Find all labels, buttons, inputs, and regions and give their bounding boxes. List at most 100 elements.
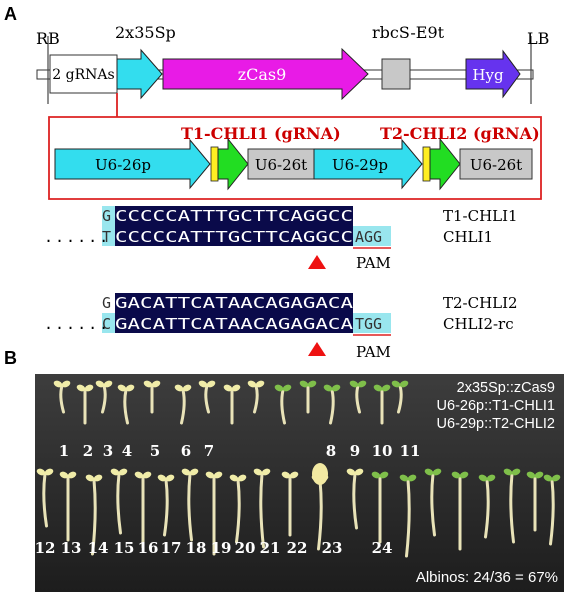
seedling-number-label: 10 [372,442,393,460]
u6-29p-arrow [313,138,423,190]
seedling [134,471,152,549]
t2-target-sequence: GACATTCATAACAGAGACA [115,294,353,312]
t1-protospacer-block [115,206,353,246]
t-dna-construct: RB LB 2 gRNAs 2x35Sp zCas9 rbcS-E9t Hyg [36,23,549,104]
hygromycin-label: Hyg [472,66,504,84]
cassette-outline [48,93,542,200]
t1-scaffold-arrow [217,137,249,191]
seedling-photo [35,374,564,592]
seedling [399,474,417,558]
seedling-number-label: 16 [138,539,159,557]
seedling [205,471,223,556]
seedling-number-label: 12 [35,539,56,557]
t2-genome-first-base: C [102,315,111,333]
seedling-number-label: 3 [103,442,113,460]
seedling [371,471,389,544]
seedling-number-label: 4 [122,442,132,460]
seedling [503,468,521,544]
seedling [85,474,103,556]
large-cotyledon [312,463,328,485]
t2-highlight-first [102,313,115,333]
seedling-number-label: 18 [186,539,207,557]
t2-genome-dots: ...... [44,315,110,333]
legend-line-1: 2x35Sp::zCas9 [457,380,555,396]
seedling [223,384,241,425]
u6-26t-label-a: U6-26t [255,156,307,174]
seedling [117,384,135,425]
t1-genome-name: CHLI1 [443,228,493,246]
t1-genome-sequence: CCCCCATTTGCTTCAGGCC [115,228,353,246]
seedling-number-label: 2 [83,442,93,460]
seedling [143,380,161,414]
u6-26t-box-a [247,148,315,180]
seedling [53,380,71,414]
seedling [36,468,54,528]
promoter-35s-arrow [116,48,163,100]
seedling [181,468,199,542]
panel-a-label: A [4,4,17,24]
t1-target-name: T1-CHLI1 [443,207,518,225]
t2-spacer [422,146,431,182]
grna-cassette: T1-CHLI1 (gRNA) T2-CHLI2 (gRNA) U6-26p U… [54,124,540,191]
alignment-t1: G CCCCCATTTGCTTCAGGCC T1-CHLI1 ...... T … [44,206,518,272]
zcas9-label: zCas9 [238,65,287,84]
seedling-number-label: 13 [61,539,82,557]
t2-pam-highlight [353,313,391,333]
t1-target-sequence: CCCCCATTTGCTTCAGGCC [115,207,353,225]
seedling [373,384,391,425]
alignment-t2: G GACATTCATAACAGAGACA T2-CHLI2 ...... C … [44,293,518,361]
grnas-box [49,54,118,94]
t2-pam-label: PAM [356,343,391,361]
grnas-label: 2 gRNAs [52,67,114,83]
t2-pam-sequence: TGG [355,315,382,333]
seedling [346,468,364,530]
t1-highlight-first [102,206,115,246]
seedling-number-label: 22 [287,539,308,557]
seedling-number-label: 23 [322,539,343,557]
seedling-number-label: 19 [211,539,232,557]
u6-26p-arrow [54,138,211,190]
u6-29p-label: U6-29p [332,156,388,174]
t2-genome-name: CHLI2-rc [443,315,514,333]
seedling [526,471,544,532]
seedling [110,468,128,535]
legend-line-2: U6-26p::T1-CHLI1 [437,398,555,414]
seedling-number-label: 11 [400,442,421,460]
seedling [59,471,77,542]
seedlings-group [36,380,561,558]
seedling-number-label: 21 [260,539,281,557]
t1-pam-sequence: AGG [355,228,382,246]
hygromycin-arrow [465,49,521,99]
t1-target-first-base: G [102,207,111,225]
t1-pam-highlight [353,226,391,246]
seedling [198,380,216,414]
terminator-box [381,58,411,90]
seedling [451,471,469,551]
t1-grna-title: T1-CHLI1 (gRNA) [181,124,341,143]
seedling-number-label: 24 [372,539,393,557]
seedling-number-label: 7 [204,442,214,460]
t2-cut-site-icon [308,342,326,356]
seedling [281,471,299,537]
seedling-number-label: 17 [161,539,182,557]
seedling [95,380,113,414]
seedling [247,380,265,414]
seedling [274,384,292,425]
right-border-label: RB [36,29,60,48]
left-border-label: LB [527,29,549,48]
seedling [157,474,175,537]
seedling [349,380,367,414]
t2-grna-title: T2-CHLI2 (gRNA) [380,124,540,143]
seedling [391,380,409,414]
seedling-number-label: 20 [235,539,256,557]
seedling-number-label: 9 [350,442,360,460]
seedling-number-label: 5 [150,442,160,460]
promoter-35s-label: 2x35Sp [115,23,176,42]
seedling-number-label: 14 [88,539,109,557]
seedling [424,468,442,537]
seedling [323,384,341,425]
albino-summary: Albinos: 24/36 = 67% [416,569,558,586]
